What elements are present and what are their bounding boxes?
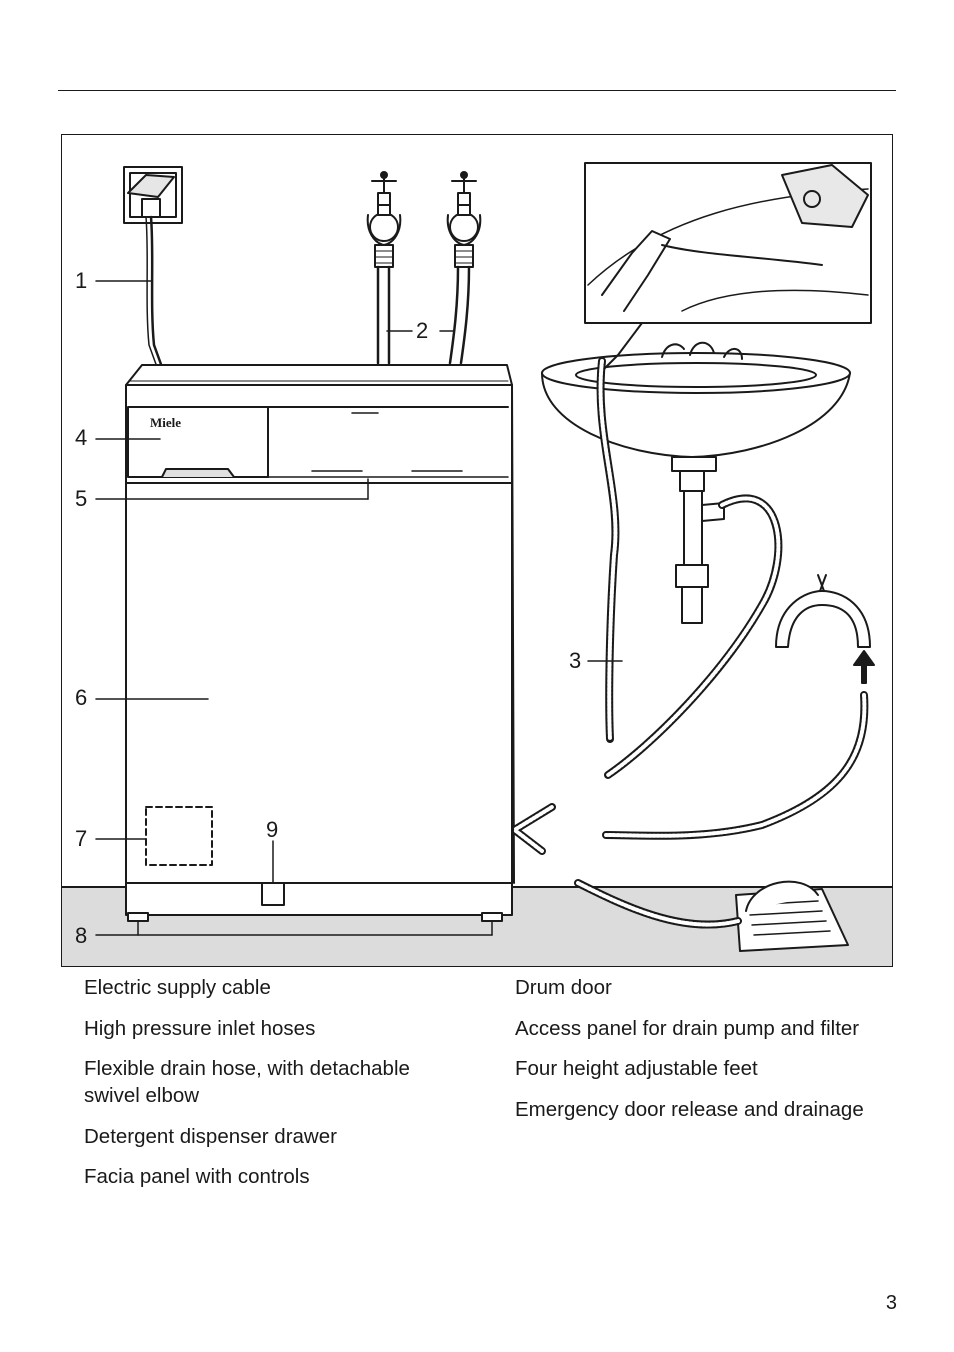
legend-right-column: Drum door Access panel for drain pump an… (515, 974, 915, 1136)
arrow-up (853, 650, 875, 684)
callout-8: 8 (75, 923, 88, 948)
callout-3: 3 (569, 648, 582, 673)
callout-7: 7 (75, 826, 88, 851)
legend-left-column: Electric supply cable High pressure inle… (84, 974, 484, 1204)
legend-item-access-panel: Access panel for drain pump and filter (515, 1016, 860, 1040)
callout-5: 5 (75, 486, 88, 511)
brand-logo: Miele (150, 415, 181, 430)
callout-2: 2 (416, 318, 429, 343)
callout-6: 6 (75, 685, 88, 710)
legend-item-adjustable-feet: Four height adjustable feet (515, 1057, 758, 1080)
washing-machine (125, 364, 515, 922)
legend-item-drain-hose: Flexible drain hose, with detachable swi… (84, 1057, 410, 1107)
floor-drain (735, 880, 849, 952)
tap-left (366, 171, 402, 365)
page-number: 3 (885, 1292, 897, 1314)
legend-item-dispenser-drawer: Detergent dispenser drawer (84, 1124, 337, 1148)
appliance-diagram: Miele 1 2 3 4 5 6 7 8 9 (61, 134, 893, 967)
sink (541, 341, 851, 624)
inset-detail (584, 162, 872, 372)
callout-9: 9 (266, 817, 279, 842)
callout-4: 4 (75, 425, 88, 450)
drain-hose-connected (604, 494, 783, 779)
legend-item-inlet-hoses: High pressure inlet hoses (84, 1016, 316, 1040)
header-rule (58, 90, 896, 91)
legend-item-supply-cable: Electric supply cable (84, 976, 271, 999)
supply-cable (149, 215, 164, 369)
tap-right (446, 171, 482, 365)
drain-hose-loose (602, 691, 869, 840)
diagram-drawing: Miele (62, 162, 892, 966)
legend-item-drum-door: Drum door (515, 976, 612, 999)
legend-item-facia-panel: Facia panel with controls (84, 1165, 310, 1188)
swivel-elbow (775, 574, 871, 648)
legend-item-emergency-release: Emergency door release and drainage (515, 1097, 864, 1121)
callout-leaders (95, 280, 623, 936)
callout-1: 1 (75, 268, 88, 293)
wall-socket (123, 166, 183, 224)
